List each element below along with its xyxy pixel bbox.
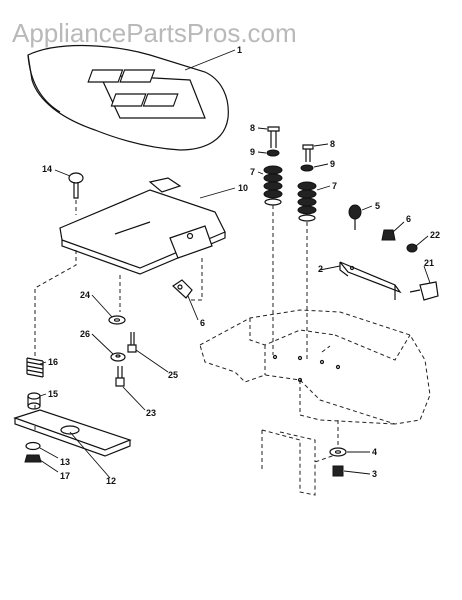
callout-8-right: 8	[330, 139, 335, 149]
callout-4: 4	[372, 447, 377, 457]
callout-6-left: 6	[200, 318, 205, 328]
callout-24: 24	[80, 290, 90, 300]
spacer-15	[27, 392, 41, 410]
callout-7-left: 7	[250, 167, 255, 177]
watermark: AppliancePartsPros.com	[12, 18, 297, 48]
callout-3: 3	[372, 469, 377, 479]
plate-12	[13, 409, 132, 457]
part-22	[406, 243, 418, 253]
callout-8-left: 8	[250, 123, 255, 133]
callout-6-right: 6	[406, 214, 411, 224]
callout-12: 12	[106, 476, 116, 486]
bolt-23	[115, 366, 125, 387]
fender	[199, 309, 431, 496]
spring-7-left	[263, 165, 283, 206]
bolt-8-left	[267, 126, 280, 148]
callout-23: 23	[146, 408, 156, 418]
knob-21	[409, 281, 439, 301]
callouts: 1 14 10 24 26 16 15 25 23 6 13 17 12 8 9…	[42, 45, 440, 486]
washer-13	[25, 441, 41, 451]
washer-24	[108, 315, 126, 325]
callout-21: 21	[424, 258, 434, 268]
clip	[172, 279, 193, 299]
bolt-8-right	[302, 144, 314, 162]
bolt-3	[332, 465, 344, 477]
nut-17	[24, 454, 42, 463]
leader-lines	[39, 49, 431, 479]
seat	[27, 44, 229, 151]
callout-5: 5	[375, 201, 380, 211]
washer-4	[329, 447, 347, 457]
callout-25: 25	[168, 370, 178, 380]
spring-7-right	[297, 181, 317, 222]
callout-13: 13	[60, 457, 70, 467]
nut-6-right	[381, 229, 396, 241]
callout-26: 26	[80, 329, 90, 339]
bolt-25	[127, 332, 137, 353]
knob	[68, 172, 84, 199]
callout-16: 16	[48, 357, 58, 367]
callout-1: 1	[237, 45, 242, 55]
callout-15: 15	[48, 389, 58, 399]
callout-2: 2	[318, 264, 323, 274]
nut-26	[110, 352, 126, 362]
washer-9-right	[300, 164, 314, 172]
callout-7-right: 7	[332, 181, 337, 191]
callout-9-left: 9	[250, 147, 255, 157]
callout-17: 17	[60, 471, 70, 481]
callout-10: 10	[238, 183, 248, 193]
callout-14: 14	[42, 164, 52, 174]
washer-9-left	[266, 149, 280, 157]
seat-pan	[59, 177, 226, 275]
callout-9-right: 9	[330, 159, 335, 169]
spring-16	[26, 357, 44, 378]
switch-5	[348, 204, 362, 230]
callout-22: 22	[430, 230, 440, 240]
bracket-2	[339, 261, 402, 300]
